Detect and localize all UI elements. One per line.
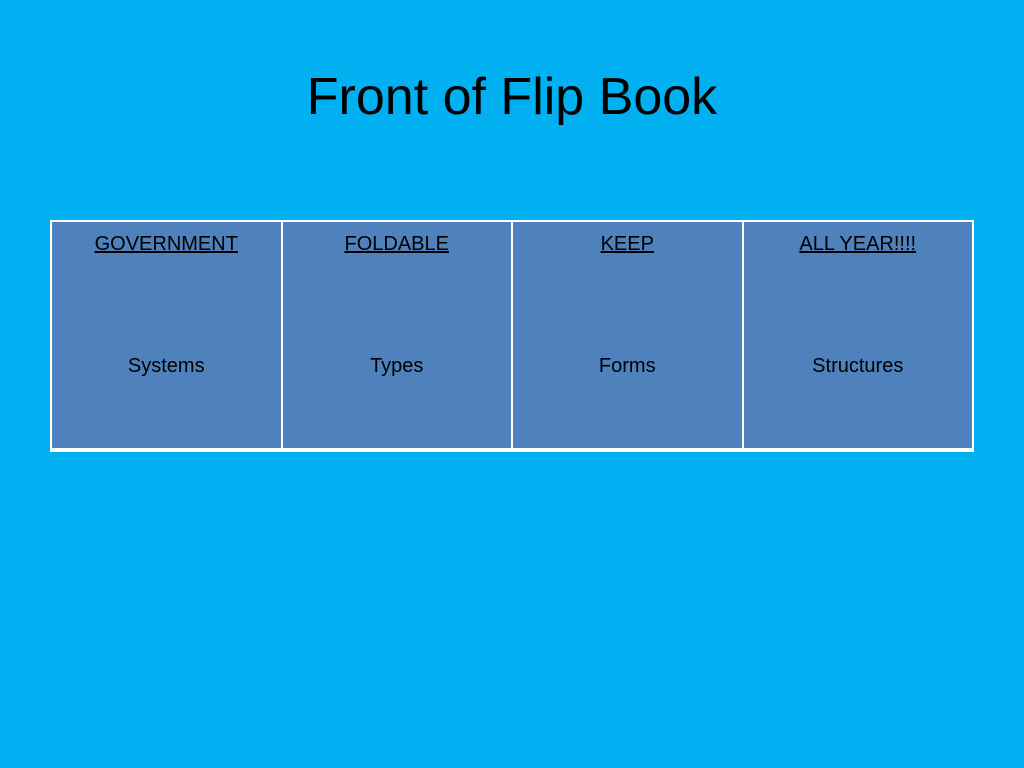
- cell-word: Types: [370, 355, 424, 377]
- cell-word: Structures: [812, 355, 904, 377]
- table-cell-all-year: ALL YEAR!!!! Structures: [741, 220, 974, 451]
- cell-heading: ALL YEAR!!!!: [799, 233, 917, 255]
- table-cell-government: GOVERNMENT Systems: [50, 220, 283, 451]
- cell-word: Forms: [598, 355, 656, 377]
- cell-heading: FOLDABLE: [344, 233, 449, 255]
- cell-heading: GOVERNMENT: [94, 233, 238, 255]
- table-cell-foldable: FOLDABLE Types: [280, 220, 513, 451]
- cell-heading: KEEP: [600, 233, 654, 255]
- cell-word: Systems: [127, 355, 205, 377]
- table-row: GOVERNMENT Systems FOLDABLE Types KEEP F…: [50, 220, 974, 451]
- slide-title: Front of Flip Book: [306, 68, 718, 126]
- flip-book-table: GOVERNMENT Systems FOLDABLE Types KEEP F…: [50, 220, 974, 452]
- table-cell-keep: KEEP Forms: [511, 220, 744, 451]
